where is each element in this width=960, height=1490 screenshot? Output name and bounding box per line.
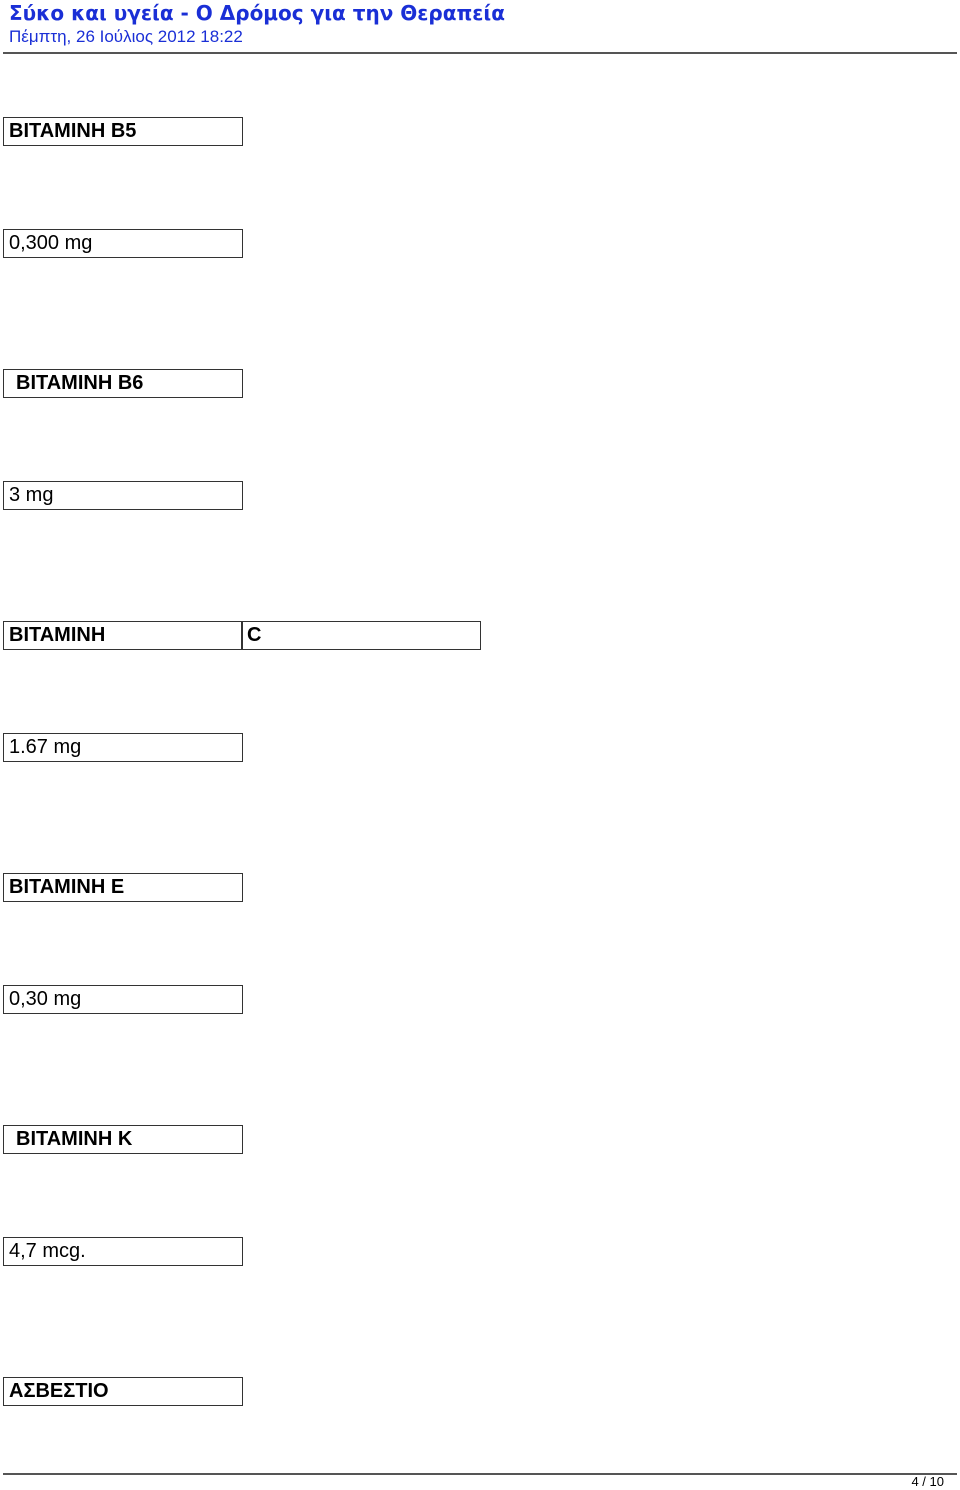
nutrient-label-c-extra: C — [241, 621, 481, 650]
page-header: Σύκο και υγεία - Ο Δρόμος για την Θεραπε… — [0, 0, 960, 54]
page-number: 4 / 10 — [911, 1474, 944, 1489]
nutrient-label-k: ΒΙΤΑΜΙΝΗ Κ — [3, 1125, 243, 1154]
nutrient-label-c: ΒΙΤΑΜΙΝΗ — [3, 621, 243, 650]
nutrient-label-b5: ΒΙΤΑΜΙΝΗ Β5 — [3, 117, 243, 146]
header-divider — [3, 52, 957, 54]
nutrient-label-e: ΒΙΤΑΜΙΝΗ Ε — [3, 873, 243, 902]
nutrient-label-b6: ΒΙΤΑΜΙΝΗ Β6 — [3, 369, 243, 398]
nutrient-value-b6: 3 mg — [3, 481, 243, 510]
site-title[interactable]: Σύκο και υγεία - Ο Δρόμος για την Θεραπε… — [9, 1, 505, 25]
nutrient-value-b5: 0,300 mg — [3, 229, 243, 258]
post-date: Πέμπτη, 26 Ιούλιος 2012 18:22 — [9, 27, 243, 46]
nutrient-value-k: 4,7 mcg. — [3, 1237, 243, 1266]
nutrient-value-e: 0,30 mg — [3, 985, 243, 1014]
footer-divider — [3, 1473, 957, 1475]
nutrient-label-calcium: ΑΣΒΕΣΤΙΟ — [3, 1377, 243, 1406]
nutrient-value-c: 1.67 mg — [3, 733, 243, 762]
